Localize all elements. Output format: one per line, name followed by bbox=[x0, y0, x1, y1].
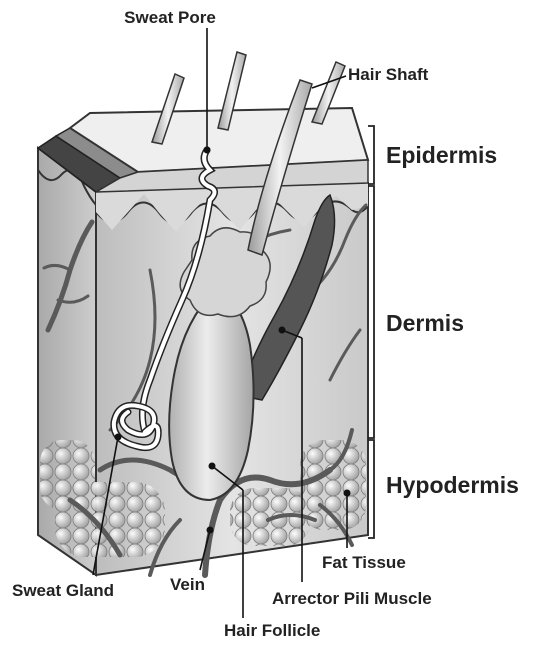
label-dermis: Dermis bbox=[386, 310, 464, 336]
epidermis-bracket bbox=[368, 126, 374, 184]
label-arrector-pili-muscle: Arrector Pili Muscle bbox=[272, 589, 432, 608]
dot-fat-tissue bbox=[344, 490, 351, 497]
dot-vein bbox=[207, 527, 214, 534]
dot-hair-follicle bbox=[209, 463, 216, 470]
label-hair-shaft: Hair Shaft bbox=[348, 65, 429, 84]
dot-sweat-gland bbox=[115, 434, 122, 441]
label-sweat-pore: Sweat Pore bbox=[124, 8, 216, 27]
label-epidermis: Epidermis bbox=[386, 142, 497, 168]
label-fat-tissue: Fat Tissue bbox=[322, 553, 406, 572]
label-hypodermis: Hypodermis bbox=[386, 472, 519, 498]
fat-cluster-side bbox=[40, 440, 95, 510]
label-vein: Vein bbox=[170, 575, 205, 594]
label-sweat-gland: Sweat Gland bbox=[12, 581, 114, 600]
label-hair-follicle: Hair Follicle bbox=[224, 621, 320, 640]
dot-arrector-pili bbox=[279, 327, 286, 334]
dot-sweat-pore bbox=[204, 147, 211, 154]
